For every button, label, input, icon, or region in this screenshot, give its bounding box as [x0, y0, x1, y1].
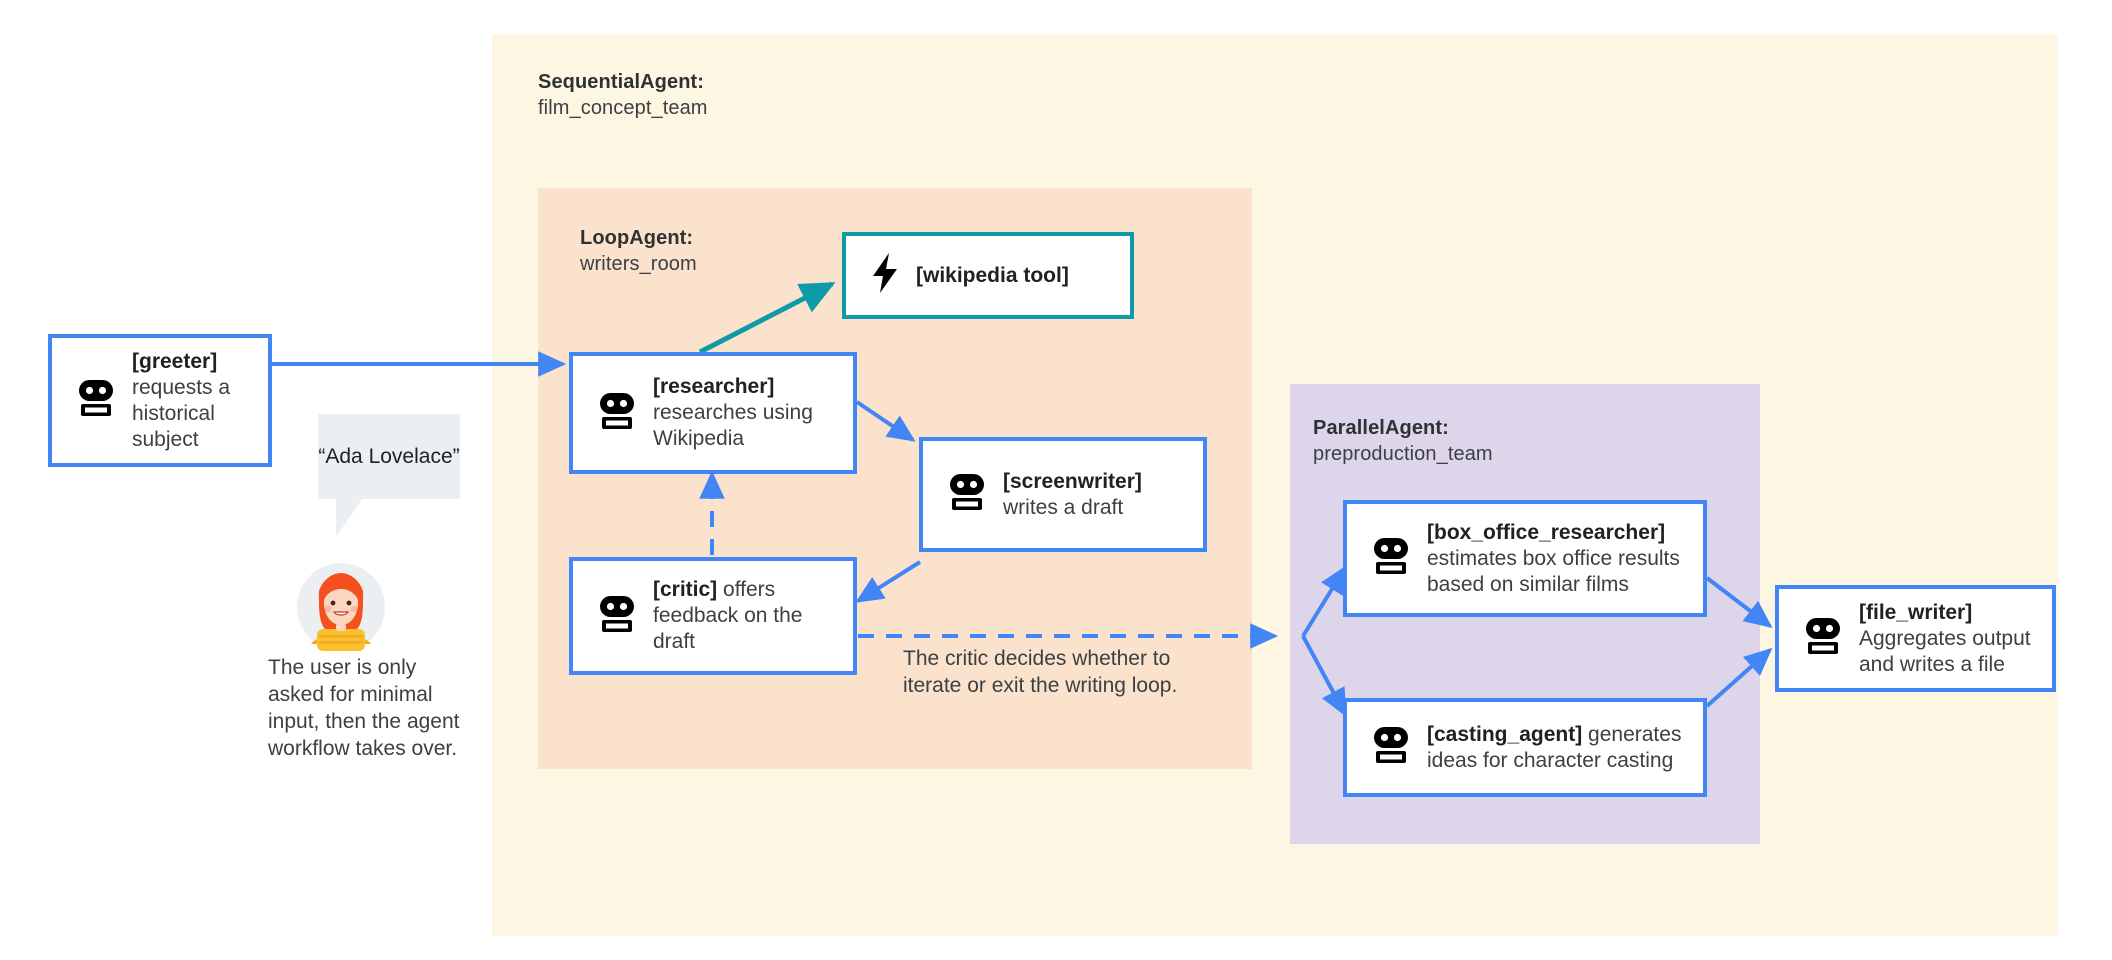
node-file-writer[interactable]: [file_writer] Aggregates output and writ… — [1775, 585, 2056, 692]
robot-icon — [1801, 614, 1845, 663]
node-box-office-researcher-desc: estimates box office results based on si… — [1427, 546, 1680, 596]
node-researcher-text: [researcher] researches using Wikipedia — [653, 374, 853, 452]
parallel-agent-name: preproduction_team — [1313, 443, 1493, 465]
sequential-agent-title: SequentialAgent: film_concept_team — [538, 69, 708, 121]
node-critic-desc: offers feedback on the draft — [653, 578, 803, 653]
loop-decision-caption: The critic decides whether to iterate or… — [903, 647, 1178, 697]
node-screenwriter-text: [screenwriter] writes a draft — [1003, 469, 1203, 521]
robot-icon — [595, 592, 639, 641]
node-greeter-desc: requests a historical subject — [132, 375, 231, 451]
loop-agent-title: LoopAgent: writers_room — [580, 225, 697, 277]
node-critic-text: [critic] offers feedback on the draft — [653, 577, 853, 655]
node-critic[interactable]: [critic] offers feedback on the draft — [569, 557, 857, 675]
node-casting-agent-text: [casting_agent] generates ideas for char… — [1427, 722, 1703, 774]
node-box-office-researcher-title: [box_office_researcher] — [1427, 520, 1666, 544]
node-file-writer-text: [file_writer] Aggregates output and writ… — [1859, 600, 2052, 678]
robot-icon — [945, 470, 989, 519]
node-greeter-text: [greeter] requests a historical subject — [132, 349, 268, 453]
user-speech-bubble: “Ada Lovelace” — [318, 414, 460, 499]
node-box-office-researcher-text: [box_office_researcher] estimates box of… — [1427, 520, 1703, 598]
node-box-office-researcher[interactable]: [box_office_researcher] estimates box of… — [1343, 500, 1707, 617]
parallel-agent-type: ParallelAgent: — [1313, 417, 1449, 439]
node-casting-agent[interactable]: [casting_agent] generates ideas for char… — [1343, 698, 1707, 797]
node-wikipedia-tool[interactable]: [wikipedia tool] — [842, 232, 1134, 319]
robot-icon — [74, 376, 118, 425]
node-greeter[interactable]: [greeter] requests a historical subject — [48, 334, 272, 467]
node-casting-agent-desc: generates ideas for character casting — [1427, 722, 1682, 772]
node-casting-agent-title: [casting_agent] — [1427, 722, 1583, 746]
node-wikipedia-tool-title: [wikipedia tool] — [916, 263, 1069, 287]
user-note-caption: The user is only asked for minimal input… — [268, 656, 460, 760]
node-file-writer-desc: Aggregates output and writes a file — [1859, 626, 2031, 676]
sequential-agent-name: film_concept_team — [538, 97, 708, 119]
node-file-writer-title: [file_writer] — [1859, 600, 1973, 624]
node-screenwriter-desc: writes a draft — [1003, 495, 1124, 519]
node-screenwriter-title: [screenwriter] — [1003, 469, 1142, 493]
node-researcher[interactable]: [researcher] researches using Wikipedia — [569, 352, 857, 474]
user-quote-text: “Ada Lovelace” — [318, 445, 460, 468]
user-avatar — [297, 563, 385, 651]
speech-bubble-tail — [336, 499, 362, 537]
robot-icon — [595, 389, 639, 438]
node-greeter-title: [greeter] — [132, 349, 218, 373]
node-researcher-title: [researcher] — [653, 375, 775, 398]
node-critic-title: [critic] — [653, 578, 718, 601]
node-wikipedia-tool-text: [wikipedia tool] — [916, 263, 1081, 289]
parallel-agent-title: ParallelAgent: preproduction_team — [1313, 415, 1493, 467]
loop-agent-type: LoopAgent: — [580, 227, 694, 249]
robot-icon — [1369, 723, 1413, 772]
node-screenwriter[interactable]: [screenwriter] writes a draft — [919, 437, 1207, 552]
sequential-agent-type: SequentialAgent: — [538, 71, 705, 93]
node-researcher-desc: researches using Wikipedia — [653, 401, 813, 450]
loop-agent-name: writers_room — [580, 253, 697, 275]
robot-icon — [1369, 534, 1413, 583]
lightning-bolt-icon — [868, 251, 902, 300]
